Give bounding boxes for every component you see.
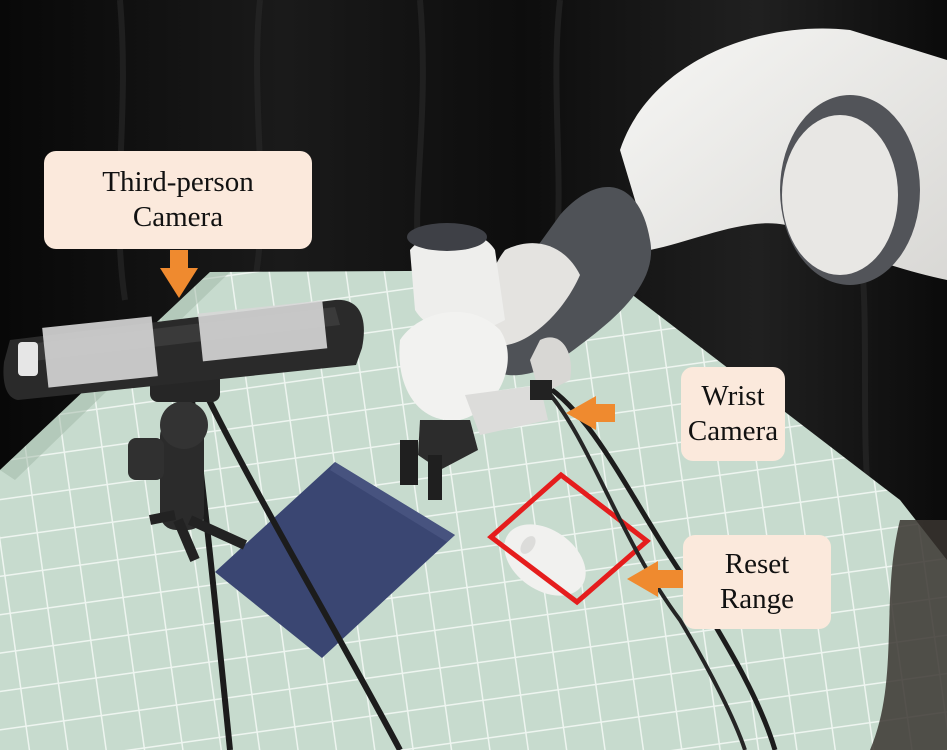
mousepad <box>215 462 455 658</box>
wrist-camera-label: Wrist Camera <box>681 367 785 461</box>
third-person-camera-label-line2: Camera <box>132 201 224 233</box>
reset-range-label-line1: Reset <box>724 548 790 580</box>
wrist-camera-device <box>465 385 548 435</box>
third-person-camera-label-line1: Third-person <box>102 166 254 198</box>
arrow-reset-range <box>627 561 683 597</box>
arrow-third-person-camera <box>160 250 198 298</box>
camera-tripod <box>128 372 248 562</box>
arrow-wrist-camera <box>566 396 615 430</box>
reset-range-label: Reset Range <box>683 535 831 629</box>
wrist-camera-label-line1: Wrist <box>701 380 765 412</box>
robot-arm <box>399 28 947 500</box>
reset-range-label-line2: Range <box>719 583 795 615</box>
wrist-camera-label-line2: Camera <box>687 415 779 447</box>
third-person-camera-label: Third-person Camera <box>44 151 312 249</box>
third-person-camera-device <box>3 299 364 400</box>
